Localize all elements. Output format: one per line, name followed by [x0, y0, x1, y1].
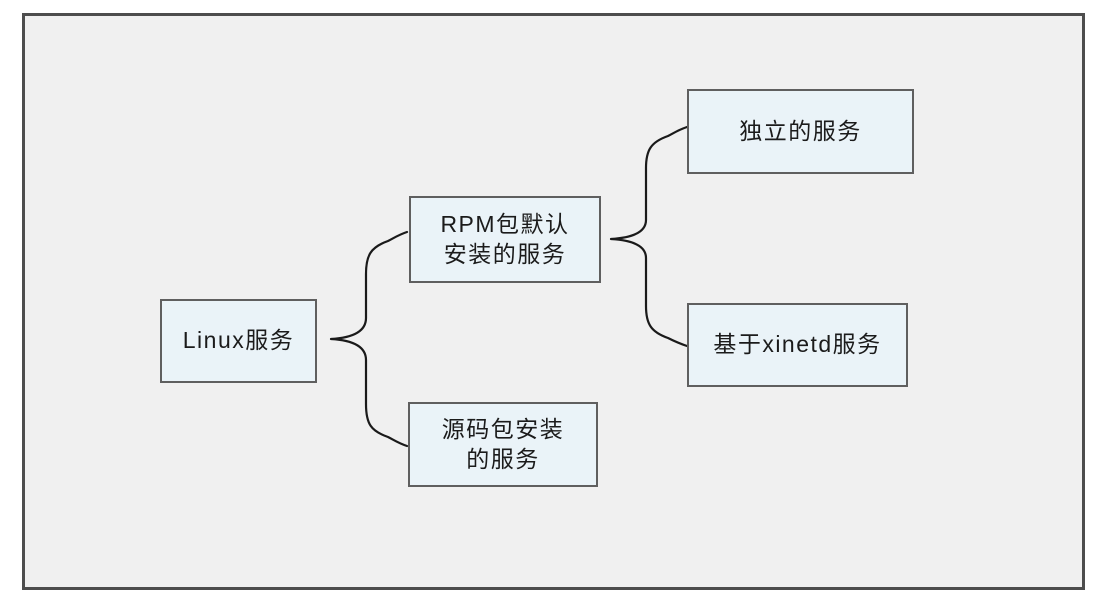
node-xinetd-based-services: 基于xinetd服务 [687, 303, 908, 387]
node-source-package-installed-services: 源码包安装 的服务 [408, 402, 598, 487]
node-independent-services: 独立的服务 [687, 89, 914, 174]
node-rpm-default-installed-services: RPM包默认 安装的服务 [409, 196, 601, 283]
node-linux-services: Linux服务 [160, 299, 317, 383]
